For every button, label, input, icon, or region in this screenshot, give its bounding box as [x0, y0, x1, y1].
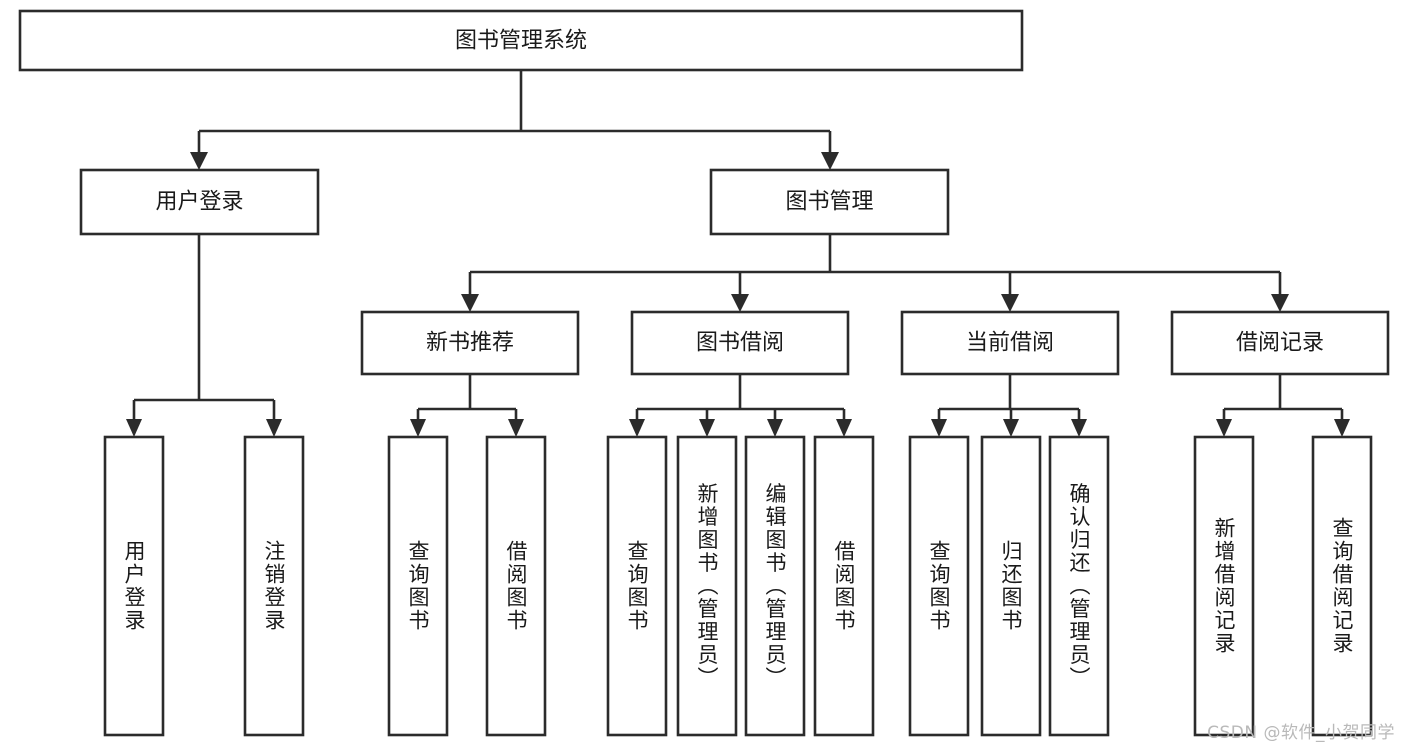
arrow-head-icon [767, 419, 783, 437]
node-borrow-record-label: 借阅记录 [1236, 331, 1324, 356]
node-root-label: 图书管理系统 [455, 29, 587, 54]
node-root[interactable]: 图书管理系统 [18, 9, 1024, 72]
node-leaf-query-record-label: 查询借阅记录 [1330, 517, 1354, 655]
arrow-head-icon [1271, 294, 1289, 312]
node-leaf-edit-book[interactable]: 编辑图书（管理员） [744, 435, 806, 737]
arrow-head-icon [1071, 419, 1087, 437]
node-leaf-user-login-box[interactable] [103, 435, 165, 737]
arrow-head-icon [821, 152, 839, 170]
node-leaf-add-book-label: 新增图书（管理员） [695, 483, 719, 690]
node-leaf-query-record[interactable]: 查询借阅记录 [1311, 435, 1373, 737]
node-current-borrow-label: 当前借阅 [966, 331, 1054, 356]
arrow-head-icon [508, 419, 524, 437]
arrow-head-icon [1334, 419, 1350, 437]
node-user-login[interactable]: 用户登录 [79, 168, 320, 236]
node-leaf-confirm-return[interactable]: 确认归还（管理员） [1048, 435, 1110, 737]
node-leaf-add-book[interactable]: 新增图书（管理员） [676, 435, 738, 737]
node-leaf-confirm-return-label: 确认归还（管理员） [1067, 483, 1091, 690]
csdn-watermark: CSDN @软件_小贺同学 [1207, 723, 1395, 743]
node-leaf-user-logout-label: 注销登录 [262, 540, 286, 632]
connector-layer [126, 70, 1350, 437]
node-user-login-box[interactable] [79, 168, 320, 236]
node-leaf-borrow-book-1-box[interactable] [485, 435, 547, 737]
node-current-borrow-box[interactable] [900, 310, 1120, 376]
node-leaf-return-book-label: 归还图书 [999, 540, 1023, 632]
node-borrow-record-box[interactable] [1170, 310, 1390, 376]
node-book-borrow-box[interactable] [630, 310, 850, 376]
node-leaf-query-book-2-label: 查询图书 [625, 540, 649, 632]
node-root-box[interactable] [18, 9, 1024, 72]
node-leaf-borrow-book-2-box[interactable] [813, 435, 875, 737]
node-leaf-user-login[interactable]: 用户登录 [103, 435, 165, 737]
arrow-head-icon [461, 294, 479, 312]
node-new-book-rec[interactable]: 新书推荐 [360, 310, 580, 376]
node-new-book-rec-label: 新书推荐 [426, 331, 514, 356]
node-leaf-query-book-3-label: 查询图书 [927, 540, 951, 632]
arrow-head-icon [1003, 419, 1019, 437]
node-leaf-query-book-1-label: 查询图书 [406, 540, 430, 632]
node-book-borrow[interactable]: 图书借阅 [630, 310, 850, 376]
node-leaf-borrow-book-2-label: 借阅图书 [832, 540, 856, 632]
node-leaf-add-book-box[interactable] [676, 435, 738, 737]
arrow-head-icon [836, 419, 852, 437]
arrow-head-icon [931, 419, 947, 437]
arrow-head-icon [731, 294, 749, 312]
node-leaf-query-book-1[interactable]: 查询图书 [387, 435, 449, 737]
node-user-login-label: 用户登录 [155, 190, 243, 215]
node-leaf-confirm-return-box[interactable] [1048, 435, 1110, 737]
arrow-head-icon [190, 152, 208, 170]
node-leaf-edit-book-label: 编辑图书（管理员） [763, 483, 787, 690]
node-leaf-add-record-label: 新增借阅记录 [1212, 517, 1236, 655]
arrow-head-icon [410, 419, 426, 437]
node-leaf-query-book-3-box[interactable] [908, 435, 970, 737]
node-leaf-query-book-3[interactable]: 查询图书 [908, 435, 970, 737]
node-book-manage-box[interactable] [709, 168, 950, 236]
node-leaf-query-book-1-box[interactable] [387, 435, 449, 737]
node-leaf-add-record[interactable]: 新增借阅记录 [1193, 435, 1255, 737]
arrow-head-icon [266, 419, 282, 437]
node-leaf-user-logout[interactable]: 注销登录 [243, 435, 305, 737]
node-leaf-user-logout-box[interactable] [243, 435, 305, 737]
node-new-book-rec-box[interactable] [360, 310, 580, 376]
node-leaf-query-book-2-box[interactable] [606, 435, 668, 737]
node-book-borrow-label: 图书借阅 [696, 331, 784, 356]
node-leaf-return-book-box[interactable] [980, 435, 1042, 737]
node-current-borrow[interactable]: 当前借阅 [900, 310, 1120, 376]
node-borrow-record[interactable]: 借阅记录 [1170, 310, 1390, 376]
node-leaf-return-book[interactable]: 归还图书 [980, 435, 1042, 737]
node-leaf-add-record-box[interactable] [1193, 435, 1255, 737]
node-leaf-query-record-box[interactable] [1311, 435, 1373, 737]
node-book-manage-label: 图书管理 [785, 190, 873, 215]
arrow-head-icon [1001, 294, 1019, 312]
node-leaf-borrow-book-1[interactable]: 借阅图书 [485, 435, 547, 737]
node-leaf-borrow-book-2[interactable]: 借阅图书 [813, 435, 875, 737]
node-leaf-query-book-2[interactable]: 查询图书 [606, 435, 668, 737]
arrow-head-icon [629, 419, 645, 437]
arrow-head-icon [1216, 419, 1232, 437]
node-leaf-user-login-label: 用户登录 [122, 540, 146, 632]
node-leaf-borrow-book-1-label: 借阅图书 [504, 540, 528, 632]
arrow-head-icon [699, 419, 715, 437]
node-book-manage[interactable]: 图书管理 [709, 168, 950, 236]
node-leaf-edit-book-box[interactable] [744, 435, 806, 737]
arrow-head-icon [126, 419, 142, 437]
